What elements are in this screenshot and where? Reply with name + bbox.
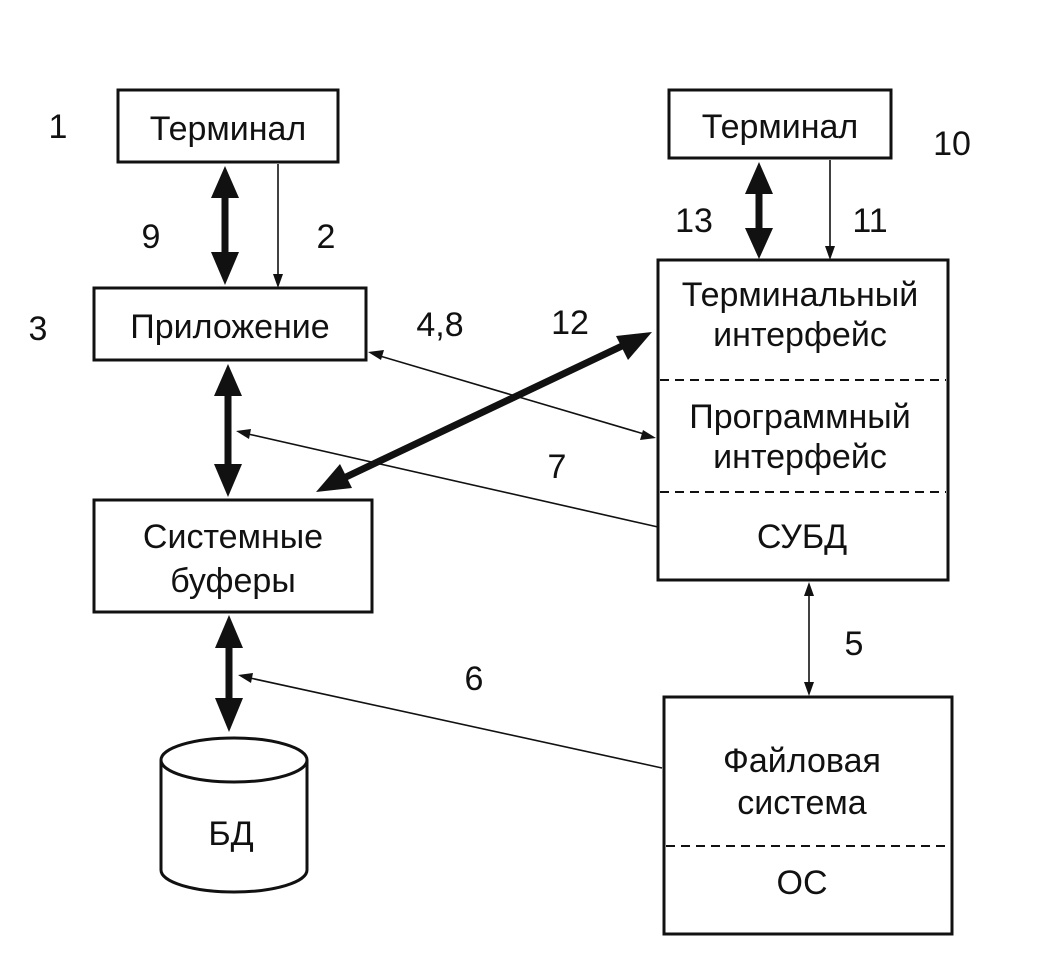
terminal-left-box (116, 88, 340, 164)
database-cylinder (159, 736, 309, 894)
dbms-label: СУБД (757, 518, 847, 556)
step-6: 6 (465, 660, 484, 698)
file-system-label-1: Файловая (723, 742, 881, 780)
arrow-6 (238, 673, 663, 769)
os-block (662, 695, 954, 936)
arrow-12 (316, 332, 652, 492)
terminal-right-box (667, 88, 893, 160)
arrow-7 (236, 429, 659, 528)
database-label: БД (208, 815, 253, 853)
application-label: Приложение (130, 308, 329, 346)
terminal-interface-label-2: интерфейс (713, 316, 887, 354)
program-interface-label-1: Программный (689, 398, 910, 436)
file-system-label-2: система (737, 784, 866, 822)
step-5: 5 (845, 625, 864, 663)
step-10: 10 (933, 125, 971, 163)
arrow-4-8 (368, 350, 656, 440)
terminal-right-label: Терминал (702, 108, 859, 146)
step-11: 11 (852, 202, 887, 240)
system-buffers-label-1: Системные (143, 518, 323, 556)
step-1: 1 (49, 108, 68, 146)
step-2: 2 (317, 218, 336, 256)
step-3: 3 (29, 310, 48, 348)
arrow-9 (211, 166, 239, 285)
step-13: 13 (675, 202, 713, 240)
arrow-buffers-db (215, 615, 243, 732)
arrow-5 (804, 582, 814, 696)
step-12: 12 (551, 304, 589, 342)
step-7: 7 (548, 448, 567, 486)
program-interface-label-2: интерфейс (713, 438, 887, 476)
dbms-block (656, 258, 950, 582)
system-buffers-box (92, 498, 374, 614)
arrow-2 (273, 164, 283, 288)
terminal-left-label: Терминал (150, 110, 307, 148)
application-box (92, 286, 368, 362)
terminal-interface-label-1: Терминальный (682, 276, 919, 314)
step-4-8: 4,8 (416, 306, 463, 344)
arrow-11 (825, 160, 835, 260)
step-9: 9 (142, 218, 161, 256)
system-buffers-label-2: буферы (170, 562, 296, 600)
os-label: ОС (777, 864, 828, 902)
arrow-13 (745, 162, 773, 259)
arrow-app-buffers (214, 364, 242, 497)
